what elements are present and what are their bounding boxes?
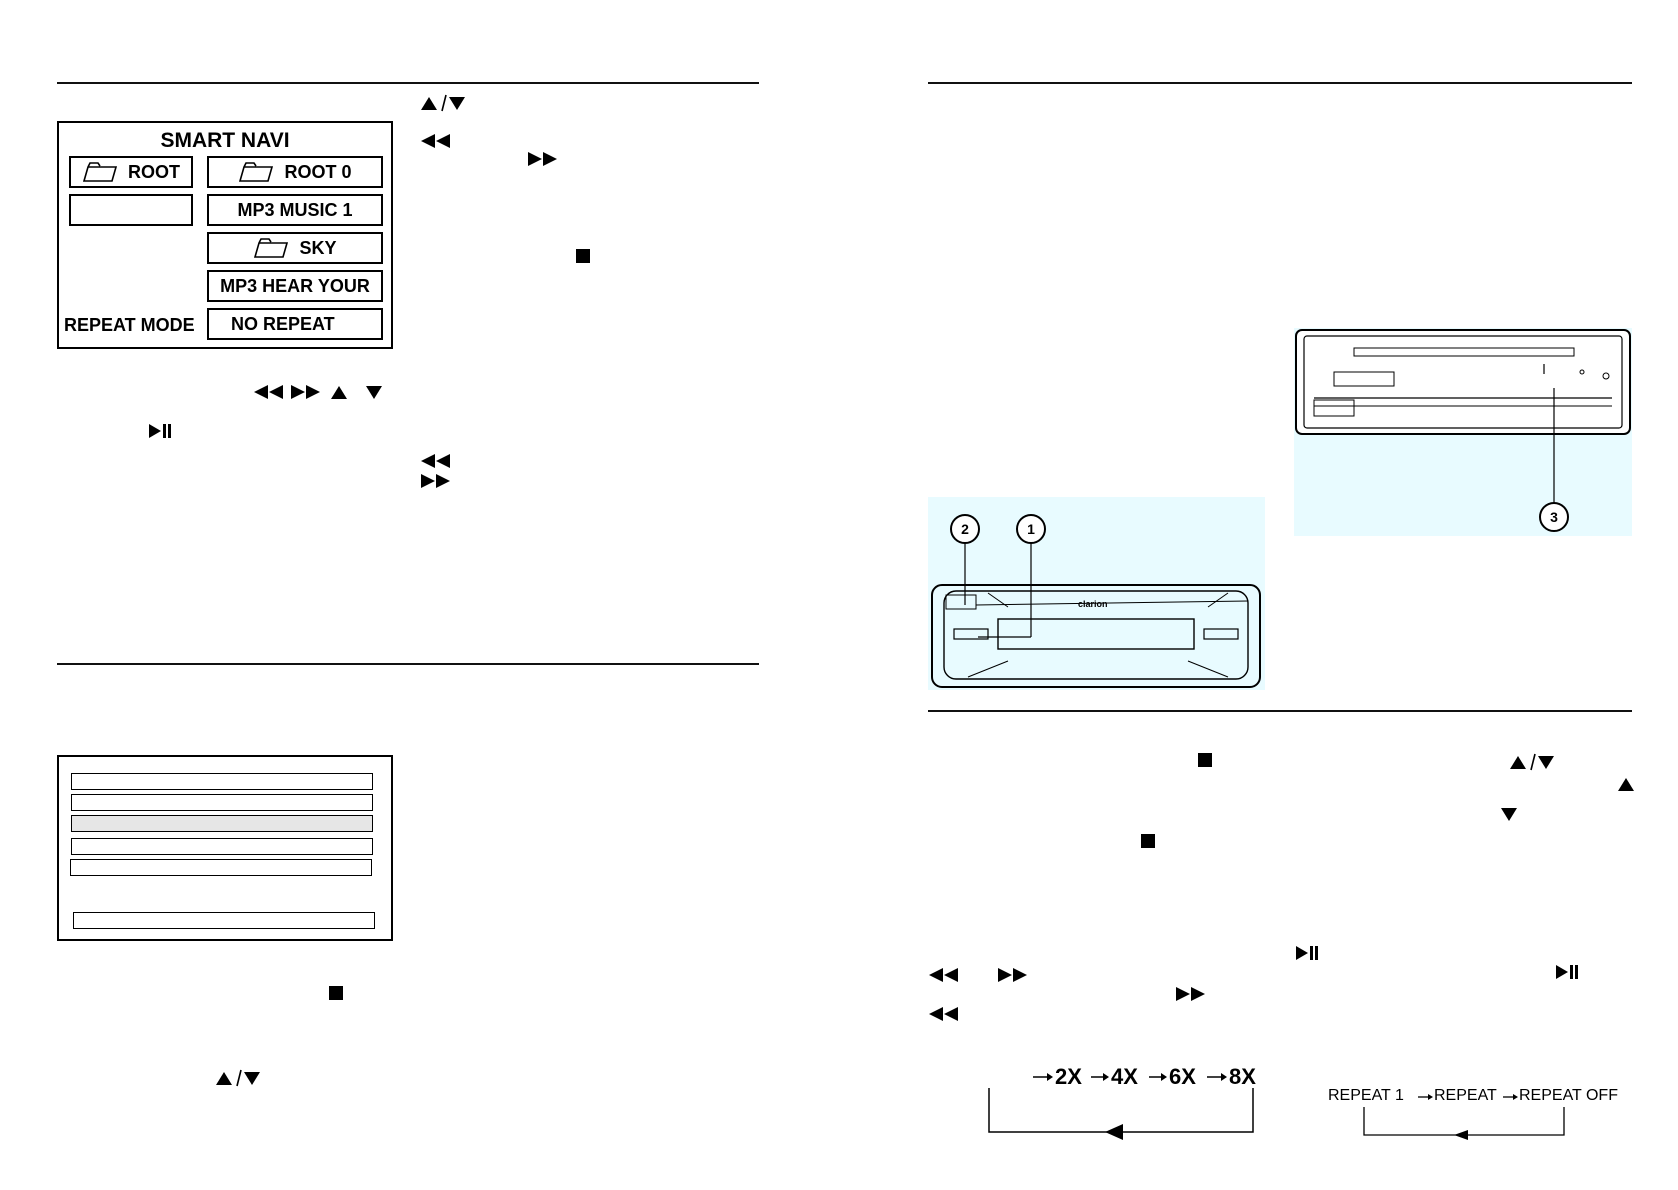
front-panel-drawing	[931, 529, 1261, 688]
repeat-mode-label: REPEAT MODE	[64, 315, 195, 335]
left-root-label: ROOT	[128, 161, 180, 182]
repeat-mode-value[interactable]: NO REPEAT	[207, 308, 383, 340]
rewind-icon	[928, 967, 960, 983]
play-pause-icon	[1555, 964, 1579, 980]
rear-panel-drawing	[1295, 329, 1631, 508]
fast-forward-icon	[290, 384, 322, 400]
list-bar-selected[interactable]	[71, 815, 373, 832]
up-down-arrow-icon	[420, 94, 466, 112]
folder-icon	[254, 238, 289, 258]
list-panel	[57, 755, 393, 941]
list-bar[interactable]	[73, 912, 375, 929]
right-item-sky[interactable]: SKY	[207, 232, 383, 264]
fast-forward-icon	[420, 473, 452, 489]
right-item-label: MP3 MUSIC 1	[237, 199, 353, 220]
list-bar[interactable]	[71, 773, 373, 790]
section-rule-left-middle	[57, 663, 759, 665]
smart-navi-title: SMART NAVI	[160, 129, 290, 152]
repeat-sequence: REPEAT 1 REPEAT REPEAT OFF	[1328, 1085, 1628, 1145]
up-triangle-icon	[1617, 776, 1635, 792]
section-rule-right-top	[928, 82, 1632, 84]
play-pause-icon	[148, 423, 172, 439]
right-item-label: MP3 HEAR YOUR	[220, 275, 370, 296]
folder-icon	[82, 162, 118, 182]
play-pause-icon	[1295, 945, 1319, 961]
right-item-mp3-music[interactable]: MP3 MUSIC 1	[207, 194, 383, 226]
down-triangle-icon	[1500, 806, 1518, 822]
fast-forward-icon	[527, 151, 559, 167]
up-triangle-icon	[330, 384, 348, 400]
brand-logo: clarion	[1078, 599, 1108, 609]
stop-icon	[1140, 833, 1156, 849]
right-item-label: ROOT 0	[284, 161, 352, 182]
stop-icon	[575, 248, 591, 264]
repeat-sequence-arrows	[1363, 1094, 1565, 1140]
repeat-step-2: REPEAT	[1434, 1087, 1497, 1104]
rewind-icon	[420, 453, 452, 469]
rewind-icon	[253, 384, 285, 400]
repeat-step-1: REPEAT 1	[1328, 1087, 1404, 1104]
repeat-mode-value-label: NO REPEAT	[231, 313, 335, 334]
folder-icon	[239, 162, 274, 182]
right-item-label: SKY	[299, 237, 337, 258]
callout-3: 3	[1539, 502, 1569, 532]
right-item-mp3-hear[interactable]: MP3 HEAR YOUR	[207, 270, 383, 302]
list-bar[interactable]	[70, 859, 372, 876]
up-down-arrow-icon	[1509, 753, 1555, 771]
speed-step-4x: 4X	[1111, 1064, 1138, 1089]
speed-step-6x: 6X	[1169, 1064, 1196, 1089]
list-bar[interactable]	[71, 794, 373, 811]
rear-view-illustration: 3	[1294, 328, 1632, 536]
stop-icon	[1197, 752, 1213, 768]
left-empty-cell[interactable]	[69, 194, 193, 226]
right-item-root0[interactable]: ROOT 0	[207, 156, 383, 188]
down-triangle-icon	[365, 384, 383, 400]
speed-step-8x: 8X	[1229, 1064, 1256, 1089]
speed-sequence-arrows	[988, 1073, 1254, 1140]
rewind-icon	[420, 133, 452, 149]
callout-2: 2	[950, 514, 980, 544]
list-bar[interactable]	[71, 838, 373, 855]
section-rule-right-middle	[928, 710, 1632, 712]
rewind-icon	[928, 1006, 960, 1022]
speed-sequence: 2X 4X 6X 8X	[985, 1060, 1275, 1140]
stop-icon	[328, 985, 344, 1001]
up-down-arrow-icon	[215, 1069, 261, 1087]
left-root-cell[interactable]: ROOT	[69, 156, 193, 188]
front-view-illustration: 2 1 clarion	[928, 497, 1265, 690]
section-rule-left-top	[57, 82, 759, 84]
callout-1: 1	[1016, 514, 1046, 544]
fast-forward-icon	[1175, 986, 1207, 1002]
speed-step-2x: 2X	[1055, 1064, 1082, 1089]
repeat-step-3: REPEAT OFF	[1519, 1087, 1618, 1104]
smart-navi-panel: SMART NAVI ROOT ROOT 0 MP3 MUSIC 1 SKY M…	[57, 121, 393, 349]
fast-forward-icon	[997, 967, 1029, 983]
